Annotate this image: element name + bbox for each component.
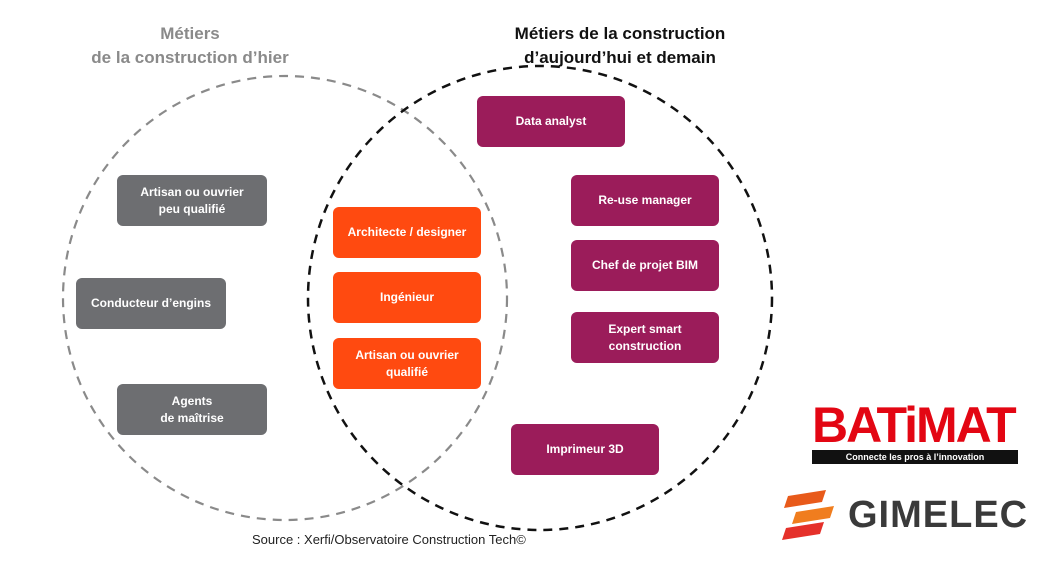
job-box-agents-maitrise: Agents de maîtrise	[117, 384, 267, 435]
job-box-data-analyst: Data analyst	[477, 96, 625, 147]
gimelec-logo: GIMELEC	[782, 488, 1028, 542]
batimat-wordmark: BATiMAT	[812, 397, 1017, 453]
job-box-reuse-manager: Re-use manager	[571, 175, 719, 226]
job-box-architecte-designer: Architecte / designer	[333, 207, 481, 258]
job-box-conducteur-engins: Conducteur d’engins	[76, 278, 226, 329]
gimelec-icon	[782, 490, 834, 540]
right-title-line1: Métiers de la construction	[514, 24, 726, 43]
job-box-expert-smart-construction: Expert smart construction	[571, 312, 719, 363]
job-box-artisan-qualifie: Artisan ou ouvrier qualifié	[333, 338, 481, 389]
left-title-line1: Métiers	[160, 24, 220, 43]
source-caption: Source : Xerfi/Observatoire Construction…	[252, 532, 526, 547]
batimat-logo: BATiMAT Connecte les pros à l’innovation	[812, 400, 1018, 464]
job-box-ingenieur: Ingénieur	[333, 272, 481, 323]
right-title-line2: d’aujourd’hui et demain	[524, 48, 716, 67]
job-box-imprimeur-3d: Imprimeur 3D	[511, 424, 659, 475]
left-circle-title: Métiers de la construction d’hier	[30, 22, 350, 70]
job-box-artisan-peu-qualifie: Artisan ou ouvrier peu qualifié	[117, 175, 267, 226]
left-title-line2: de la construction d’hier	[91, 48, 289, 67]
right-circle	[306, 64, 774, 532]
gimelec-wordmark: GIMELEC	[848, 493, 1029, 536]
left-circle	[61, 74, 509, 522]
right-circle-title: Métiers de la construction d’aujourd’hui…	[460, 22, 780, 70]
job-box-chef-projet-bim: Chef de projet BIM	[571, 240, 719, 291]
batimat-tagline: Connecte les pros à l’innovation	[812, 450, 1018, 464]
